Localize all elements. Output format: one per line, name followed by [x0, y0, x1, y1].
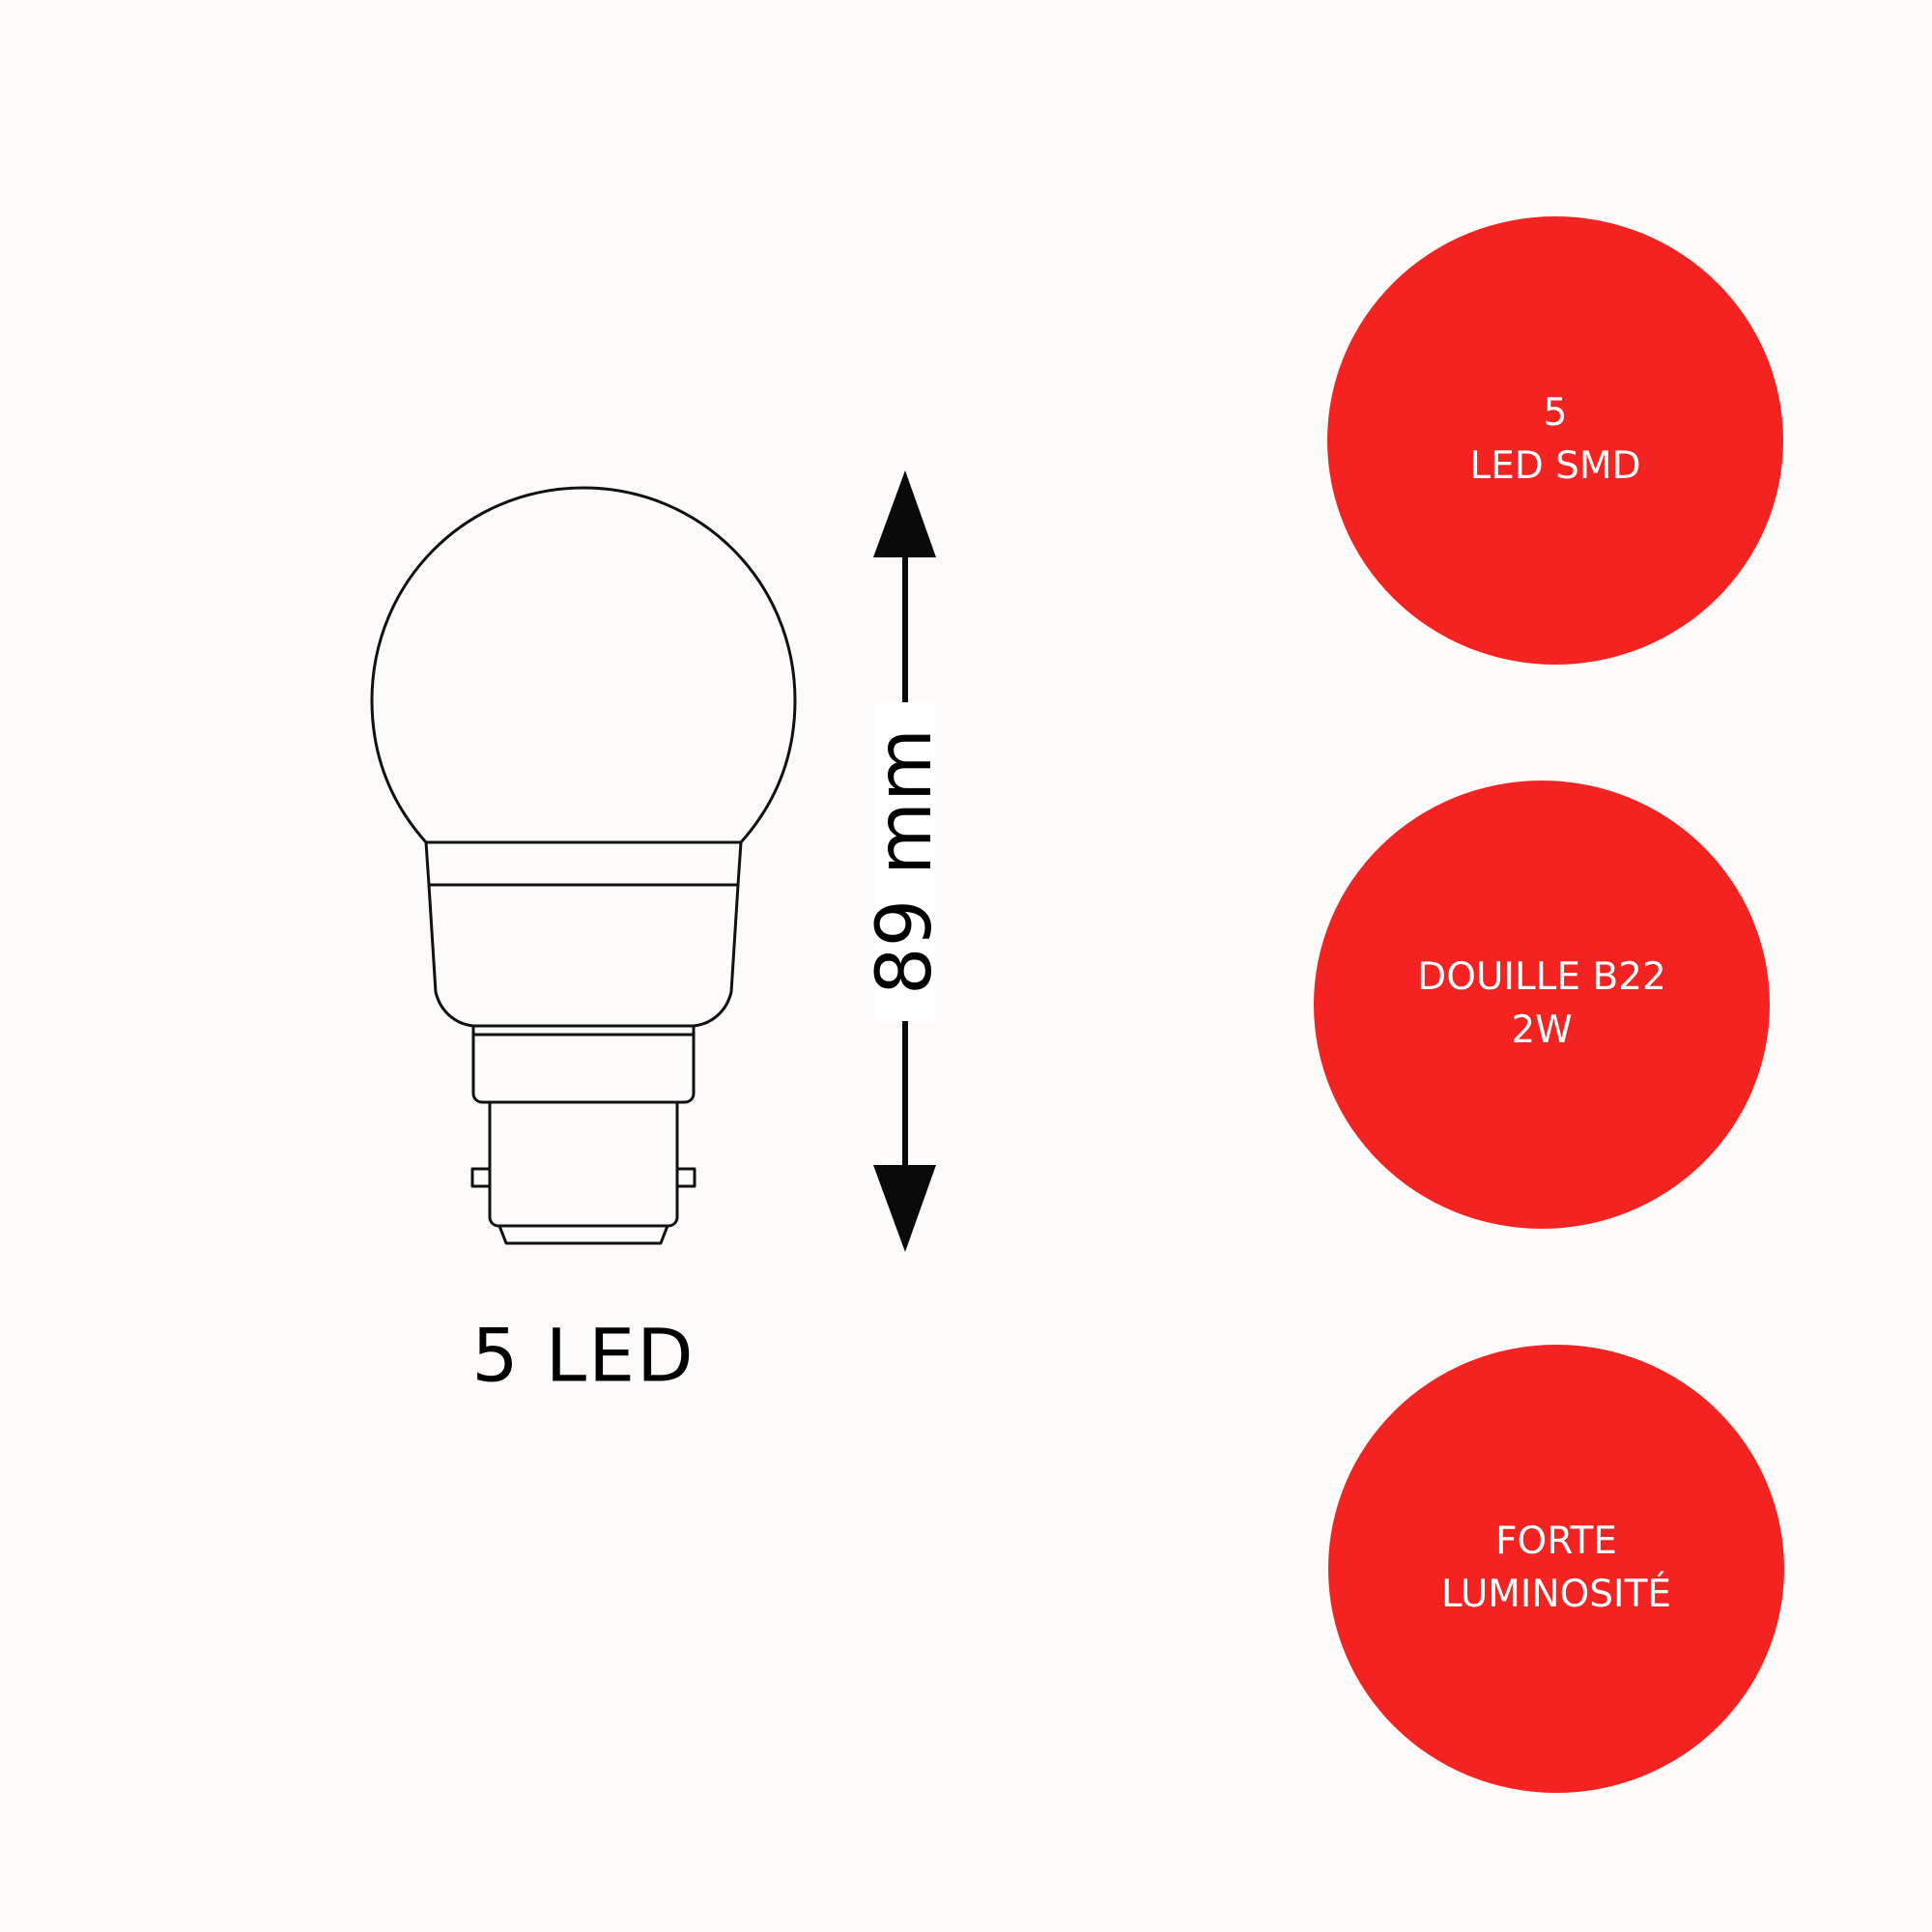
dimension-arrow-icon	[873, 470, 936, 1252]
badge-line: FORTE	[1495, 1520, 1617, 1564]
badge-text: DOUILLE B22 2W	[1417, 952, 1666, 1057]
badge-text: FORTE LUMINOSITÉ	[1441, 1516, 1671, 1621]
arrow-up-head-icon	[873, 470, 936, 557]
feature-badge-led-smd: 5 LED SMD	[1327, 216, 1783, 665]
badge-line: 2W	[1511, 1009, 1573, 1052]
badge-line: DOUILLE B22	[1417, 955, 1666, 1000]
badge-line: LED SMD	[1469, 444, 1641, 488]
feature-badge-socket-power: DOUILLE B22 2W	[1314, 781, 1770, 1229]
badge-text: 5 LED SMD	[1469, 387, 1640, 493]
badge-line: LUMINOSITÉ	[1440, 1573, 1672, 1616]
led-count-caption: 5 LED	[471, 1312, 696, 1399]
feature-badge-brightness: FORTE LUMINOSITÉ	[1328, 1345, 1784, 1793]
arrow-down-head-icon	[873, 1165, 936, 1252]
dimension-label-background	[875, 702, 935, 1021]
badge-line: 5	[1543, 391, 1568, 436]
light-bulb-icon	[370, 486, 797, 1245]
height-dimension-label: 89 mm	[862, 727, 949, 996]
